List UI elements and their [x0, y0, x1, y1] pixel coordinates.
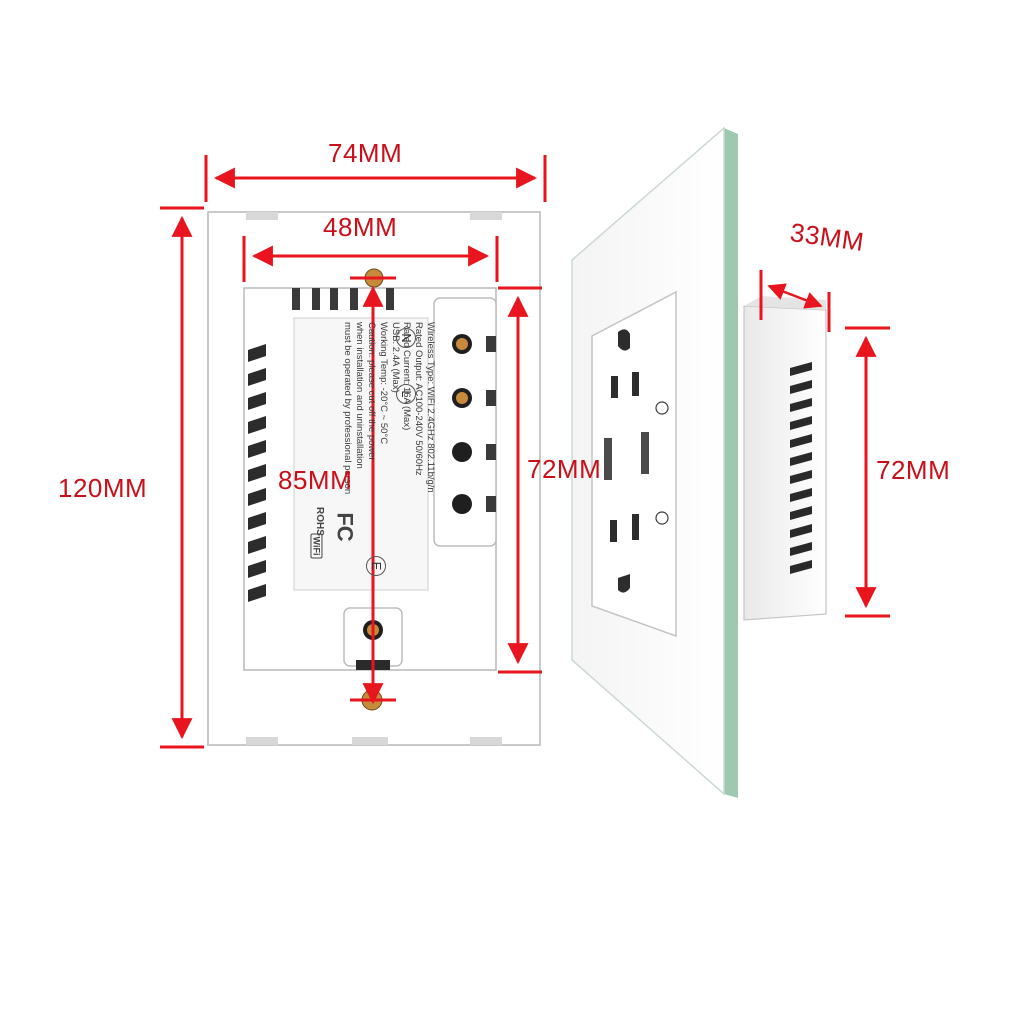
- side-vents: [248, 344, 266, 602]
- label-line: Wireless Type: WiFi 2.4GHz 802.11b/g/n: [425, 322, 436, 493]
- front-view: [571, 126, 827, 798]
- total-height-label: 120MM: [58, 473, 148, 503]
- earth-terminal-mark: E: [366, 556, 386, 576]
- side-vents-right: [790, 362, 812, 574]
- spec-label: [293, 317, 429, 591]
- dimension-lines: [160, 155, 890, 749]
- live-terminal-mark: L: [396, 384, 416, 404]
- label-line: USB: 2.4A (Max): [389, 322, 401, 393]
- label-line: Caution: please cut off the power: [366, 322, 378, 461]
- body-inner-height-label: 72MM: [527, 454, 602, 484]
- terminal-screws: [452, 334, 472, 514]
- body-height-label: 85MM: [278, 465, 353, 495]
- spec-label-lines: Wireless Type: WiFi 2.4GHz 802.11b/g/n R…: [342, 322, 436, 494]
- fc-mark: FC: [332, 512, 358, 542]
- wifi-mark: WiFi: [310, 533, 323, 559]
- side-body-height-label: 72MM: [876, 455, 951, 485]
- label-line: when installation and uninstallation: [354, 322, 366, 469]
- glass-edge: [724, 128, 738, 798]
- outlet-slots: [604, 329, 649, 593]
- label-line: Rated Output: AC100-240V 50/60Hz: [413, 322, 425, 476]
- back-width-label: 74MM: [328, 138, 403, 168]
- inner-width-label: 48MM: [323, 212, 398, 242]
- side-body: [743, 305, 827, 621]
- rohs-mark: ROHS: [313, 507, 325, 536]
- neutral-terminal-mark: N: [396, 328, 416, 348]
- terminal-block: [433, 297, 497, 547]
- label-line: Working Temp: -20°C ~ 50°C: [377, 322, 389, 445]
- top-vents: [292, 288, 394, 310]
